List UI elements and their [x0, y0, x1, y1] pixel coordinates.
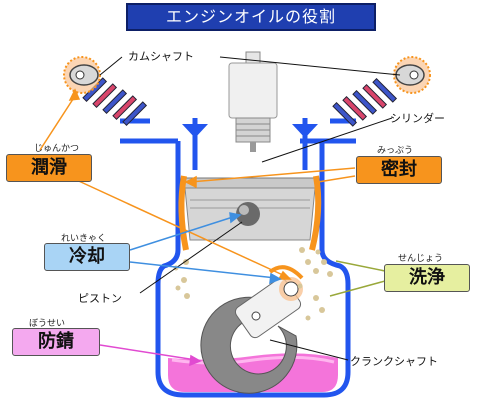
role-cooling: 冷却	[44, 243, 130, 271]
page-title: エンジンオイルの役割	[126, 3, 376, 31]
label-crankshaft: クランクシャフト	[350, 355, 438, 368]
cleaning-arrows	[329, 260, 386, 297]
role-cleaning: 洗浄	[384, 264, 470, 292]
pointer-lines	[99, 56, 401, 361]
rust-arrow	[99, 344, 202, 367]
valve-left	[182, 124, 208, 138]
camshaft-left	[63, 56, 101, 94]
label-cylinder: シリンダー	[390, 112, 445, 125]
spring-left	[82, 77, 148, 127]
role-sealing: 密封	[356, 156, 442, 184]
camshaft-right	[393, 56, 431, 94]
role-lubrication: 潤滑	[6, 154, 92, 182]
ruby-cooling: れいきゃく	[61, 234, 107, 244]
oil-film-left	[178, 175, 189, 251]
valve-right	[292, 124, 318, 138]
dirt-particles	[173, 247, 333, 321]
spring-right	[332, 77, 398, 127]
piston	[184, 177, 316, 241]
lubrication-arrows	[39, 88, 356, 280]
label-piston: ピストン	[78, 292, 122, 305]
role-rust-prevention: 防錆	[12, 328, 100, 356]
ruby-lubrication: じゅんかつ	[34, 144, 80, 154]
spark-plug	[228, 51, 278, 152]
oil-film-right	[309, 175, 322, 251]
ruby-rust-prevention: ぼうせい	[29, 319, 66, 329]
ruby-sealing: みっぷう	[377, 146, 414, 156]
crankshaft	[200, 265, 304, 394]
ruby-cleaning: せんじょう	[398, 254, 444, 264]
label-camshaft: カムシャフト	[128, 50, 194, 63]
cooling-arrows	[129, 212, 282, 285]
